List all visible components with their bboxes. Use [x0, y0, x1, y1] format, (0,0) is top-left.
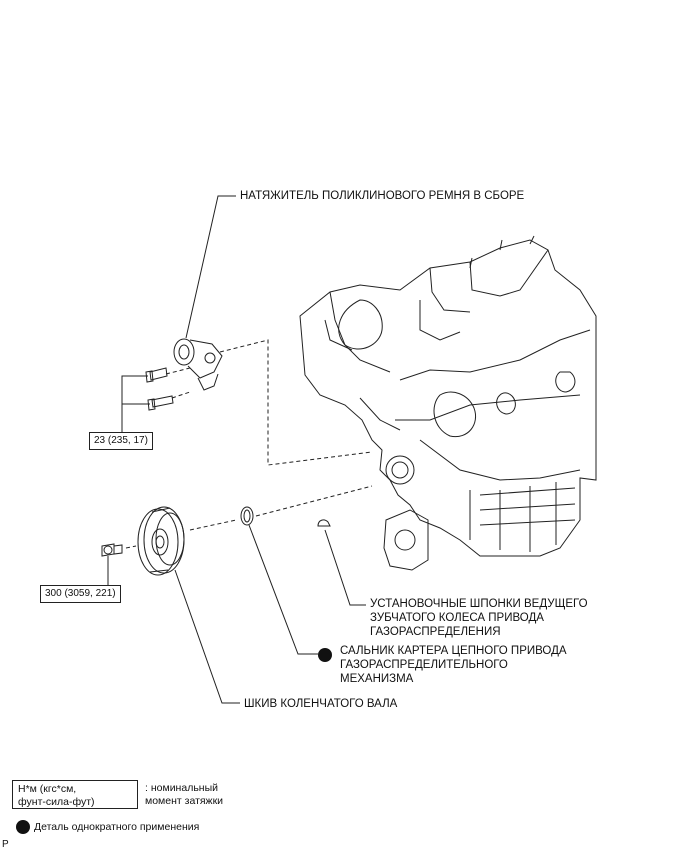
legend-single-use-text: Деталь однократного применения	[34, 821, 200, 833]
legend-torque-desc-line-2: момент затяжки	[145, 795, 224, 807]
legend-torque-unit-box: Н*м (кгс*см, фунт-сила-фут)	[12, 780, 138, 809]
leader-lines	[107, 195, 366, 704]
corner-mark: P	[2, 839, 9, 850]
oil-seal-line-2: ГАЗОРАСПРЕДЕЛИТЕЛЬНОГО	[340, 659, 508, 671]
oil-seal-line-1: САЛЬНИК КАРТЕРА ЦЕПНОГО ПРИВОДА	[340, 645, 567, 657]
tensioner-callout: НАТЯЖИТЕЛЬ ПОЛИКЛИНОВОГО РЕМНЯ В СБОРЕ	[240, 190, 525, 202]
timing-key-drawing	[317, 519, 331, 527]
oil-seal-callout: САЛЬНИК КАРТЕРА ЦЕПНОГО ПРИВОДА ГАЗОРАСП…	[340, 644, 567, 686]
timing-keys-line-1: УСТАНОВОЧНЫЕ ШПОНКИ ВЕДУЩЕГО	[370, 598, 588, 610]
torque-box-pulley-bolt: 300 (3059, 221)	[40, 585, 121, 603]
legend-torque-unit-line-1: Н*м (кгс*см,	[18, 783, 77, 795]
single-use-marker-seal	[318, 648, 332, 662]
oil-seal-line-3: МЕХАНИЗМА	[340, 673, 414, 685]
legend-torque-unit-line-2: фунт-сила-фут)	[18, 796, 95, 808]
engine-block-drawing	[299, 235, 597, 571]
timing-keys-line-2: ЗУБЧАТОГО КОЛЕСА ПРИВОДА	[370, 612, 544, 624]
torque-box-tensioner: 23 (235, 17)	[89, 432, 153, 450]
pulley-bolt-drawing	[101, 543, 123, 557]
timing-keys-line-3: ГАЗОРАСПРЕДЕЛЕНИЯ	[370, 626, 501, 638]
crankshaft-pulley-drawing	[137, 506, 185, 576]
oil-seal-drawing	[240, 506, 254, 526]
timing-keys-callout: УСТАНОВОЧНЫЕ ШПОНКИ ВЕДУЩЕГО ЗУБЧАТОГО К…	[370, 597, 588, 639]
legend-torque-desc-line-1: : номинальный	[145, 782, 219, 794]
tensioner-bolts-drawing	[145, 367, 174, 411]
tensioner-drawing	[173, 338, 223, 391]
assembly-guide-lines	[125, 339, 373, 549]
crankshaft-pulley-callout: ШКИВ КОЛЕНЧАТОГО ВАЛА	[244, 698, 398, 710]
legend-torque-description: : номинальный момент затяжки	[145, 782, 223, 808]
legend-single-use-icon	[16, 820, 30, 834]
